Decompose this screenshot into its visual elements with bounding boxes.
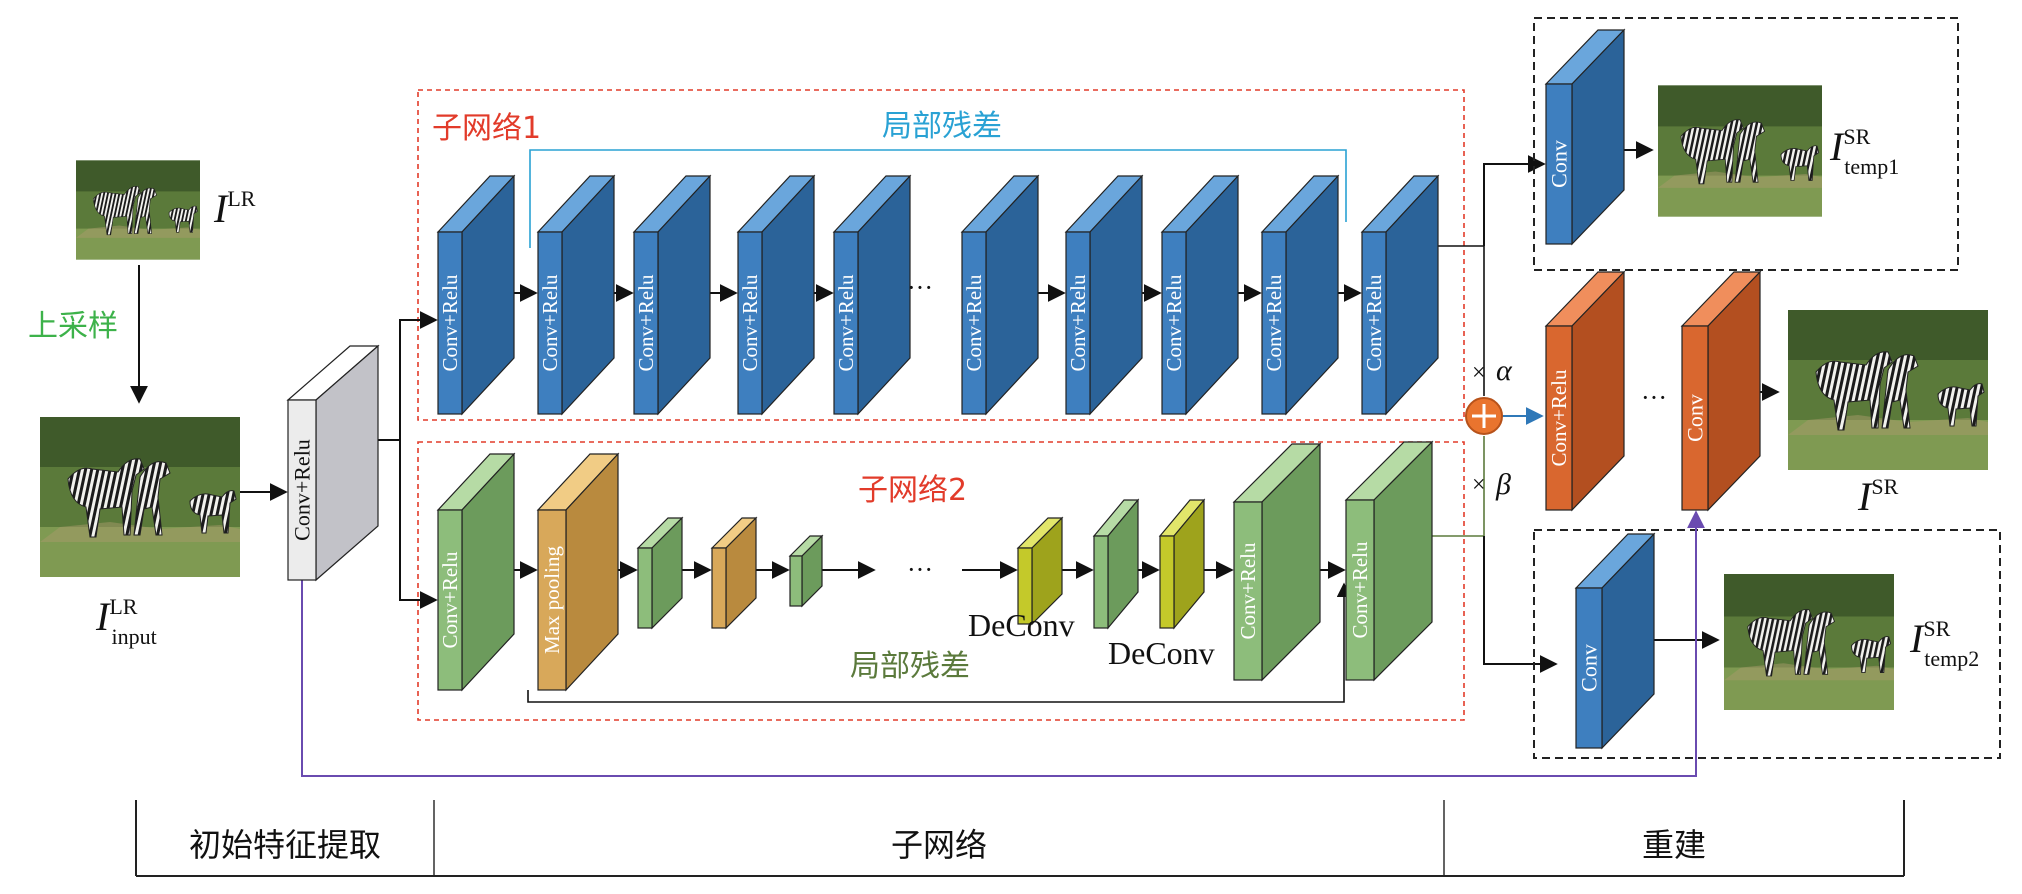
- subnet2-small-block-1: [636, 516, 684, 630]
- deconv-block-2: [1158, 498, 1206, 630]
- block-label: Conv+Relu: [438, 274, 462, 372]
- plus-mark: [1472, 404, 1496, 428]
- deconv-block-1: [1016, 516, 1064, 626]
- block-label: Conv+Relu: [1162, 274, 1186, 372]
- block-label: Conv+Relu: [290, 439, 315, 541]
- local-residual-2-line: [527, 582, 1352, 703]
- block-label: Conv+Relu: [962, 274, 986, 372]
- to-recon1-arrow: [1483, 155, 1546, 246]
- upsampled-image: [40, 416, 240, 578]
- subnet2-conv-relu-block-2: Conv+Relu: [1232, 442, 1322, 682]
- subnet1-conv-relu-block-9: Conv+Relu: [1260, 174, 1340, 416]
- recon-ellipsis: ···: [1641, 383, 1667, 412]
- subnet2-conv-relu-block: Conv+Relu: [436, 452, 516, 692]
- subnet1-conv-relu-block-5: Conv+Relu: [832, 174, 912, 416]
- subnet2-small-block-3: [788, 534, 824, 608]
- global-skip-line: [301, 510, 1705, 777]
- subnet1-conv-relu-block-8: Conv+Relu: [1160, 174, 1240, 416]
- subnet1-conv-relu-block-1: Conv+Relu: [436, 174, 516, 416]
- subnet2-small-block-2: [710, 516, 758, 630]
- stage-label-3: 重建: [1642, 826, 1706, 864]
- recon-temp2-frame: [1533, 529, 2001, 759]
- block-label: Conv+Relu: [438, 551, 462, 649]
- i-sr-label: ISR: [1857, 474, 1899, 519]
- local-residual-1-line: [529, 149, 1347, 248]
- times-alpha: ×: [1472, 360, 1486, 386]
- subnet1-conv-relu-block-6: Conv+Relu: [960, 174, 1040, 416]
- recon-conv-relu-block: Conv+Relu: [1544, 270, 1626, 512]
- recon-conv-block-2: Conv: [1680, 270, 1762, 512]
- recon-conv-block-1: Conv: [1544, 28, 1626, 246]
- block-label: Conv+Relu: [1362, 274, 1386, 372]
- times-beta: ×: [1472, 472, 1486, 498]
- subnet1-frame: [417, 89, 1465, 421]
- temp1-image: [1658, 84, 1822, 218]
- recon-temp1-frame: [1533, 17, 1959, 271]
- block-label: Max pooling: [540, 546, 564, 654]
- subnet2-frame: [417, 441, 1465, 721]
- subnet1-conv-relu-block-7: Conv+Relu: [1064, 174, 1144, 416]
- to-subnet1-arrow: [378, 311, 438, 441]
- input-lr-image: [76, 160, 200, 260]
- subnet1-conv-relu-block-10: Conv+Relu: [1360, 174, 1440, 416]
- block-label: Conv+Relu: [634, 274, 658, 372]
- beta-label: β: [1495, 468, 1511, 501]
- initial-conv-relu-block: Conv+Relu: [286, 344, 380, 582]
- alpha-label: α: [1496, 354, 1513, 387]
- local-residual-2-label: 局部残差: [850, 649, 970, 684]
- block-label: Conv+Relu: [1262, 274, 1286, 372]
- subnet1-conv-relu-block-2: Conv+Relu: [536, 174, 616, 416]
- subnet1-title: 子网络1: [432, 111, 541, 146]
- subnet2-ellipsis: ···: [907, 555, 933, 584]
- temp2-image: [1724, 573, 1894, 711]
- recon-conv-block-3: Conv: [1574, 532, 1656, 750]
- i-lr-label: ILR: [213, 186, 256, 231]
- block-label: Conv+Relu: [738, 274, 762, 372]
- block-label: Conv+Relu: [1547, 369, 1571, 467]
- subnet2-title: 子网络2: [858, 473, 967, 508]
- to-recon2-arrow: [1483, 536, 1558, 673]
- block-label: Conv: [1577, 644, 1602, 692]
- to-subnet2-arrow: [399, 440, 438, 609]
- output-sr-image: [1788, 309, 1988, 471]
- subnet1-conv-relu-block-4: Conv+Relu: [736, 174, 816, 416]
- subnet1-conv-relu-block-3: Conv+Relu: [632, 174, 712, 416]
- block-label: Conv: [1547, 140, 1572, 188]
- stage-label-2: 子网络: [891, 826, 987, 864]
- block-label: Conv+Relu: [1066, 274, 1090, 372]
- local-residual-1-label: 局部残差: [882, 109, 1002, 144]
- deconv-label-1: DeConv: [968, 607, 1075, 643]
- upsample-label: 上采样: [28, 309, 118, 344]
- subnet1-ellipsis: ···: [907, 273, 933, 302]
- subnet2-conv-relu-block-3: Conv+Relu: [1344, 440, 1434, 682]
- block-label: Conv+Relu: [538, 274, 562, 372]
- block-label: Conv+Relu: [1348, 541, 1372, 639]
- subnet2-small-block-4: [1092, 498, 1140, 630]
- block-label: Conv+Relu: [1236, 542, 1260, 640]
- deconv-label-2: DeConv: [1108, 635, 1215, 671]
- stage-label-1: 初始特征提取: [189, 826, 381, 864]
- max-pooling-block: Max pooling: [536, 452, 620, 692]
- block-label: Conv+Relu: [834, 274, 858, 372]
- block-label: Conv: [1683, 394, 1708, 442]
